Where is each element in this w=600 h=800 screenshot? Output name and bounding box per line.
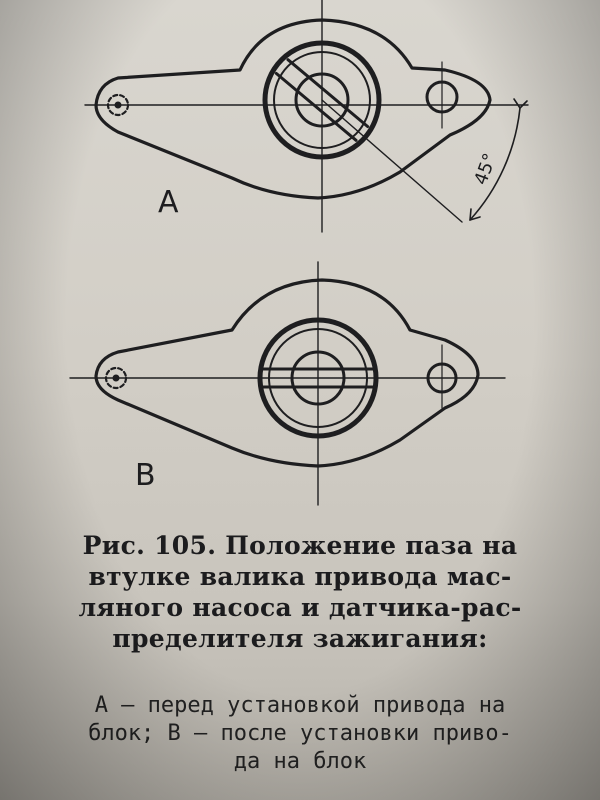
boss-outer-a — [262, 40, 382, 160]
caption-line: ляного насоса и датчика-рас- — [78, 593, 522, 622]
figure-b-label: В — [135, 458, 156, 493]
legend-line: блок; В — после установки приво- — [88, 721, 512, 746]
boss-inner-a — [273, 51, 371, 149]
technical-drawing: А 45° В — [69, 0, 529, 506]
slot-b — [260, 367, 376, 389]
caption-line: втулке валика привода мас- — [88, 562, 512, 591]
angle-leg-a — [321, 99, 463, 223]
slot-a — [274, 58, 370, 142]
angle-arc-a — [469, 107, 521, 221]
flange-outline-b — [94, 278, 480, 468]
caption-line: Рис. 105. Положение паза на — [82, 531, 518, 560]
flange-outline-a — [94, 18, 492, 200]
figure-a-label: А — [158, 185, 179, 220]
boss-outer-b — [257, 317, 379, 439]
pin-a — [106, 93, 130, 117]
caption-line: пределителя зажигания: — [112, 624, 488, 653]
shaft-bore-a — [294, 72, 350, 128]
figure-a — [84, 0, 529, 233]
legend-line: да на блок — [233, 749, 367, 774]
figure-caption: Рис. 105. Положение паза на втулке валик… — [14, 530, 586, 654]
small-hole-b — [426, 362, 458, 394]
shaft-bore-b — [290, 350, 346, 406]
figure-legend: А — перед установкой привода на блок; В … — [8, 692, 592, 776]
boss-inner-b — [268, 328, 368, 428]
legend-line: А — перед установкой привода на — [94, 693, 506, 718]
figure-b — [69, 261, 506, 506]
small-hole-a — [425, 80, 459, 114]
pin-b — [104, 366, 128, 390]
